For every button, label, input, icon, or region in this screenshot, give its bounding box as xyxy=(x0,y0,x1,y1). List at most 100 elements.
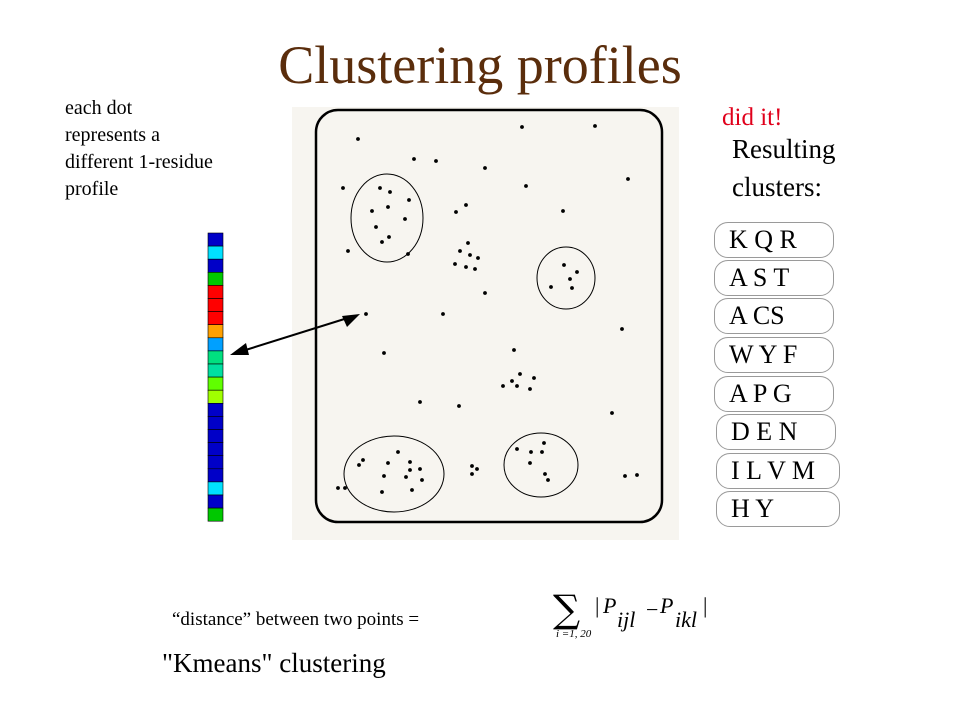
cluster-pill: I L V M xyxy=(716,453,840,489)
profile-dot xyxy=(623,474,627,478)
profile-dot xyxy=(418,400,422,404)
profile-cell xyxy=(207,285,224,299)
profile-dot xyxy=(483,166,487,170)
sum-subscript: i =1, 20 xyxy=(556,628,592,640)
profile-dot xyxy=(408,468,412,472)
profile-dot xyxy=(501,384,505,388)
profile-dot xyxy=(626,177,630,181)
profile-cell xyxy=(207,416,224,430)
profile-cell xyxy=(207,442,224,457)
profile-dot xyxy=(620,327,624,331)
note-line: different 1-residue xyxy=(65,151,213,173)
profile-cell xyxy=(207,271,224,286)
profile-dot xyxy=(453,262,457,266)
profile-color-strip xyxy=(207,232,224,522)
term-b: P xyxy=(659,593,673,618)
cluster-pill: K Q R xyxy=(714,222,834,258)
profile-dot xyxy=(570,286,574,290)
profile-dot xyxy=(593,124,597,128)
profile-dot xyxy=(408,460,412,464)
profile-dot xyxy=(387,235,391,239)
profile-dot xyxy=(454,210,458,214)
profile-dot xyxy=(404,475,408,479)
profile-dot xyxy=(568,277,572,281)
profile-dot xyxy=(520,125,524,129)
profile-dot xyxy=(610,411,614,415)
cluster-circle xyxy=(343,435,445,513)
profile-dot xyxy=(434,159,438,163)
dot-explanation-note: each dot represents a different 1-residu… xyxy=(65,95,213,203)
cluster-pill: H Y xyxy=(716,491,840,527)
profile-cell xyxy=(207,350,224,365)
cluster-circle xyxy=(350,173,424,263)
profile-cell xyxy=(207,429,224,443)
profile-dot xyxy=(356,137,360,141)
cluster-pill: A CS xyxy=(714,298,834,334)
profile-dot xyxy=(388,190,392,194)
profile-dot xyxy=(542,441,546,445)
cluster-circle xyxy=(536,246,596,310)
profile-dot xyxy=(546,478,550,482)
profile-space-panel xyxy=(314,108,664,524)
profile-cell xyxy=(207,324,224,339)
profile-cell xyxy=(207,298,224,312)
profile-dot xyxy=(549,285,553,289)
profile-cell xyxy=(207,507,224,522)
sub-b: ikl xyxy=(675,607,697,632)
profile-dot xyxy=(464,203,468,207)
profile-dot xyxy=(470,464,474,468)
profile-dot xyxy=(464,265,468,269)
profile-dot xyxy=(382,474,386,478)
profile-dot xyxy=(410,488,414,492)
profile-dot xyxy=(418,467,422,471)
profile-cell xyxy=(207,363,224,378)
profile-dot xyxy=(562,263,566,267)
profile-dot xyxy=(336,486,340,490)
profile-dot xyxy=(396,450,400,454)
note-line: each dot xyxy=(65,97,133,119)
profile-dot xyxy=(528,461,532,465)
profile-dot xyxy=(386,205,390,209)
profile-dot xyxy=(575,270,579,274)
profile-cell xyxy=(207,494,224,509)
term-a: P xyxy=(602,593,616,618)
profile-dot xyxy=(382,351,386,355)
profile-cell xyxy=(207,258,224,273)
profile-dot xyxy=(518,372,522,376)
profile-dot xyxy=(483,291,487,295)
profile-dot xyxy=(386,461,390,465)
profile-cell xyxy=(207,311,224,326)
results-heading-line: Resulting xyxy=(732,134,836,164)
note-line: represents a xyxy=(65,124,160,146)
profile-dot xyxy=(470,472,474,476)
profile-dot xyxy=(343,486,347,490)
minus-sign: − xyxy=(646,597,658,622)
profile-dot xyxy=(406,252,410,256)
profile-dot xyxy=(543,472,547,476)
profile-dot xyxy=(468,253,472,257)
profile-dot xyxy=(380,490,384,494)
cluster-pill: A S T xyxy=(714,260,834,296)
profile-dot xyxy=(532,376,536,380)
profile-cell xyxy=(207,376,224,391)
profile-dot xyxy=(458,249,462,253)
profile-dot xyxy=(374,225,378,229)
profile-dot xyxy=(370,209,374,213)
profile-dots xyxy=(336,124,639,494)
profile-cell xyxy=(207,481,224,496)
profile-dot xyxy=(529,450,533,454)
profile-dot xyxy=(466,241,470,245)
profile-dot xyxy=(341,186,345,190)
profile-dot xyxy=(510,379,514,383)
profile-dot xyxy=(457,404,461,408)
profile-cell xyxy=(207,245,224,260)
status-text: did it! xyxy=(722,104,783,131)
profile-dot xyxy=(361,458,365,462)
cluster-pill: W Y F xyxy=(714,337,834,373)
sum-symbol: ∑ xyxy=(553,587,580,631)
cluster-circle xyxy=(503,432,579,498)
note-line: profile xyxy=(65,178,119,200)
profile-cell xyxy=(207,402,224,417)
abs-left-icon: | xyxy=(595,593,599,618)
